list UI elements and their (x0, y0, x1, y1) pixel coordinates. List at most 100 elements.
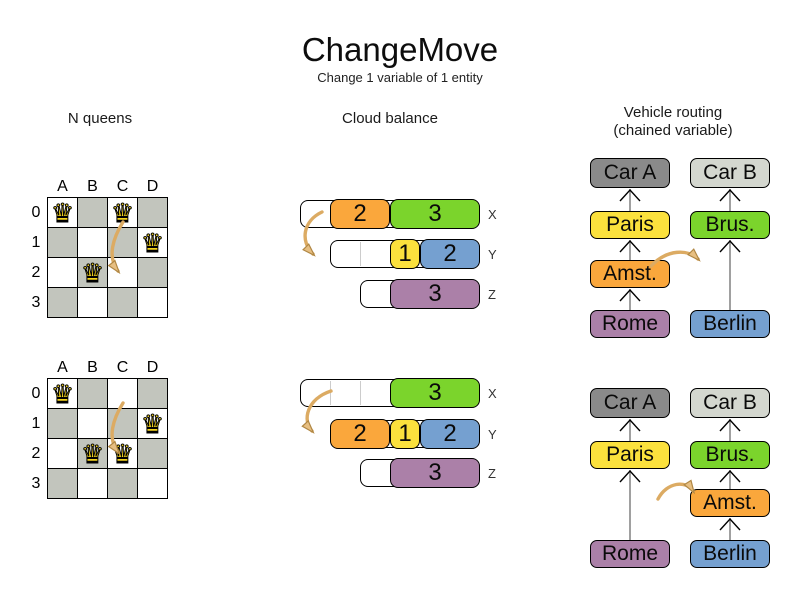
queen-icon: ♛ (140, 227, 165, 258)
board-cell-B0 (78, 379, 107, 408)
board-col-label: C (116, 359, 129, 376)
board-cell-B0 (78, 198, 107, 227)
chain-node-cara: Car A (590, 158, 670, 188)
chain-arrowhead-icon (619, 239, 641, 253)
chain-node-rome: Rome (590, 310, 670, 338)
board-cell-B2: ♛ (78, 258, 107, 287)
chain-node-cara: Car A (590, 388, 670, 418)
board-row-label: 0 (31, 385, 41, 402)
chain-node-berlin: Berlin (690, 540, 770, 568)
nqueens-board-before: ♛♛♛♛ (47, 197, 168, 318)
queen-icon: ♛ (80, 257, 105, 288)
board-row-label: 0 (31, 204, 41, 221)
queen-icon: ♛ (110, 438, 135, 469)
chain-arrowhead-icon (719, 239, 741, 253)
cloud-process-block-orange: 2 (330, 419, 390, 449)
chain-arrowhead-icon (719, 418, 741, 432)
cloud-row-label-Y: Y (488, 247, 497, 262)
board-cell-D0 (138, 198, 167, 227)
cloud-slot-divider (360, 381, 361, 405)
chain-arrowhead-icon (619, 288, 641, 302)
board-cell-D2 (138, 439, 167, 468)
chain-arrowhead-icon (719, 517, 741, 531)
chain-arrowhead-icon (719, 469, 741, 483)
board-row-label: 3 (31, 294, 41, 311)
vehicle-routing-subtitle: (chained variable) (613, 122, 733, 139)
board-cell-D3 (138, 469, 167, 498)
cloud-process-block-blue: 2 (420, 239, 480, 269)
section-header-nqueens: N queens (67, 110, 133, 127)
board-col-label: B (87, 178, 98, 195)
chain-node-brus: Brus. (690, 441, 770, 469)
chain-node-carb: Car B (690, 388, 770, 418)
queen-icon: ♛ (50, 378, 75, 409)
chain-node-paris: Paris (590, 211, 670, 239)
board-cell-A2 (48, 439, 77, 468)
board-cell-C2 (108, 258, 137, 287)
page-subtitle: Change 1 variable of 1 entity (317, 70, 483, 85)
cloud-row-label-X: X (488, 386, 497, 401)
cloud-process-block-yellow: 1 (390, 239, 420, 269)
queen-icon: ♛ (50, 197, 75, 228)
cloud-slot-divider (360, 242, 361, 266)
board-cell-A3 (48, 288, 77, 317)
queen-icon: ♛ (110, 197, 135, 228)
nqueens-board-after: ♛♛♛♛ (47, 378, 168, 499)
chain-arrowhead-icon (619, 418, 641, 432)
board-cell-C2: ♛ (108, 439, 137, 468)
board-cell-D0 (138, 379, 167, 408)
cloud-row-label-Z: Z (488, 466, 496, 481)
vehicle-routing-title: Vehicle routing (623, 104, 723, 121)
board-row-label: 2 (31, 445, 41, 462)
cloud-process-block-orange: 2 (330, 199, 390, 229)
board-cell-A1 (48, 409, 77, 438)
routing-move-arrow-icon (656, 479, 696, 501)
board-col-label: D (146, 359, 159, 376)
board-cell-C3 (108, 288, 137, 317)
board-cell-A0: ♛ (48, 198, 77, 227)
cloud-process-block-yellow: 1 (390, 419, 420, 449)
cloud-row-label-X: X (488, 207, 497, 222)
cloud-process-block-blue: 2 (420, 419, 480, 449)
board-col-label: D (146, 178, 159, 195)
board-col-label: C (116, 178, 129, 195)
board-row-label: 2 (31, 264, 41, 281)
chain-node-amst: Amst. (690, 489, 770, 517)
cloud-slot-divider (330, 381, 331, 405)
board-row-label: 1 (31, 415, 41, 432)
board-cell-B1 (78, 228, 107, 257)
queen-icon: ♛ (80, 438, 105, 469)
section-header-vehicle-routing: Vehicle routing (chained variable) (578, 104, 768, 140)
board-cell-C3 (108, 469, 137, 498)
section-header-cloud-balance: Cloud balance (342, 110, 438, 127)
board-cell-C1 (108, 228, 137, 257)
board-cell-A0: ♛ (48, 379, 77, 408)
board-cell-D1: ♛ (138, 228, 167, 257)
cloud-row-label-Y: Y (488, 427, 497, 442)
chain-node-rome: Rome (590, 540, 670, 568)
page-title: ChangeMove (301, 31, 499, 68)
cloud-process-block-purple: 3 (390, 458, 480, 488)
chain-arrowhead-icon (619, 188, 641, 202)
board-col-label: A (57, 178, 68, 195)
chain-arrowhead-icon (719, 188, 741, 202)
board-cell-C1 (108, 409, 137, 438)
board-row-label: 3 (31, 475, 41, 492)
cloud-process-block-green: 3 (390, 199, 480, 229)
cloud-process-block-purple: 3 (390, 279, 480, 309)
board-cell-C0 (108, 379, 137, 408)
chain-node-paris: Paris (590, 441, 670, 469)
chain-node-brus: Brus. (690, 211, 770, 239)
chain-arrowhead-icon (619, 469, 641, 483)
board-cell-B2: ♛ (78, 439, 107, 468)
chain-node-berlin: Berlin (690, 310, 770, 338)
board-cell-C0: ♛ (108, 198, 137, 227)
cloud-row-label-Z: Z (488, 287, 496, 302)
board-cell-A3 (48, 469, 77, 498)
board-cell-B1 (78, 409, 107, 438)
board-row-label: 1 (31, 234, 41, 251)
cloud-process-block-green: 3 (390, 378, 480, 408)
board-cell-D2 (138, 258, 167, 287)
board-cell-D1: ♛ (138, 409, 167, 438)
